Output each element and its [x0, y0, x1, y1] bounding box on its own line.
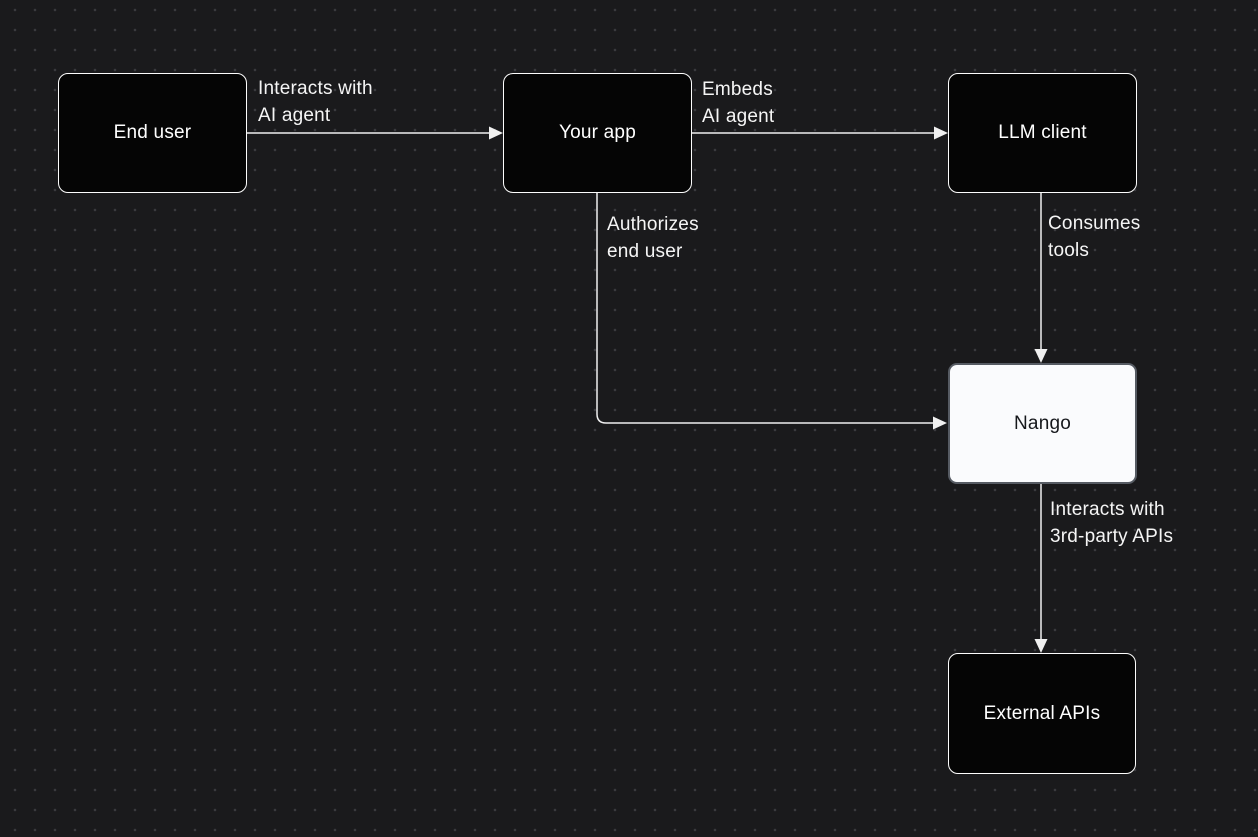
node-end-user: End user [58, 73, 247, 193]
edge-label-interacts-with-3rd-party-apis: Interacts with 3rd-party APIs [1050, 499, 1174, 547]
node-external-apis: External APIs [948, 653, 1136, 774]
edge-label-authorizes-end-user: Authorizes end user [607, 214, 699, 262]
arrowhead-right-icon [934, 126, 948, 140]
node-your-app-label: Your app [559, 122, 636, 143]
node-your-app: Your app [503, 73, 692, 193]
arrowhead-down-icon [1034, 349, 1048, 363]
edge-label-consumes-tools: Consumes tools [1048, 213, 1141, 261]
node-llm-client: LLM client [948, 73, 1137, 193]
arrowhead-right-icon [489, 126, 503, 140]
node-nango-label: Nango [1014, 412, 1071, 434]
edge-label-embeds-ai-agent: Embeds AI agent [702, 79, 775, 127]
node-external-apis-label: External APIs [983, 702, 1101, 724]
edge-label-interacts-with-ai-agent: Interacts with AI agent [258, 78, 373, 126]
node-end-user-label: End user [113, 122, 192, 143]
node-llm-client-label: LLM client [998, 122, 1087, 143]
arrowhead-down-icon [1034, 639, 1048, 653]
arrowhead-right-icon [933, 416, 947, 430]
node-nango: Nango [948, 363, 1137, 484]
